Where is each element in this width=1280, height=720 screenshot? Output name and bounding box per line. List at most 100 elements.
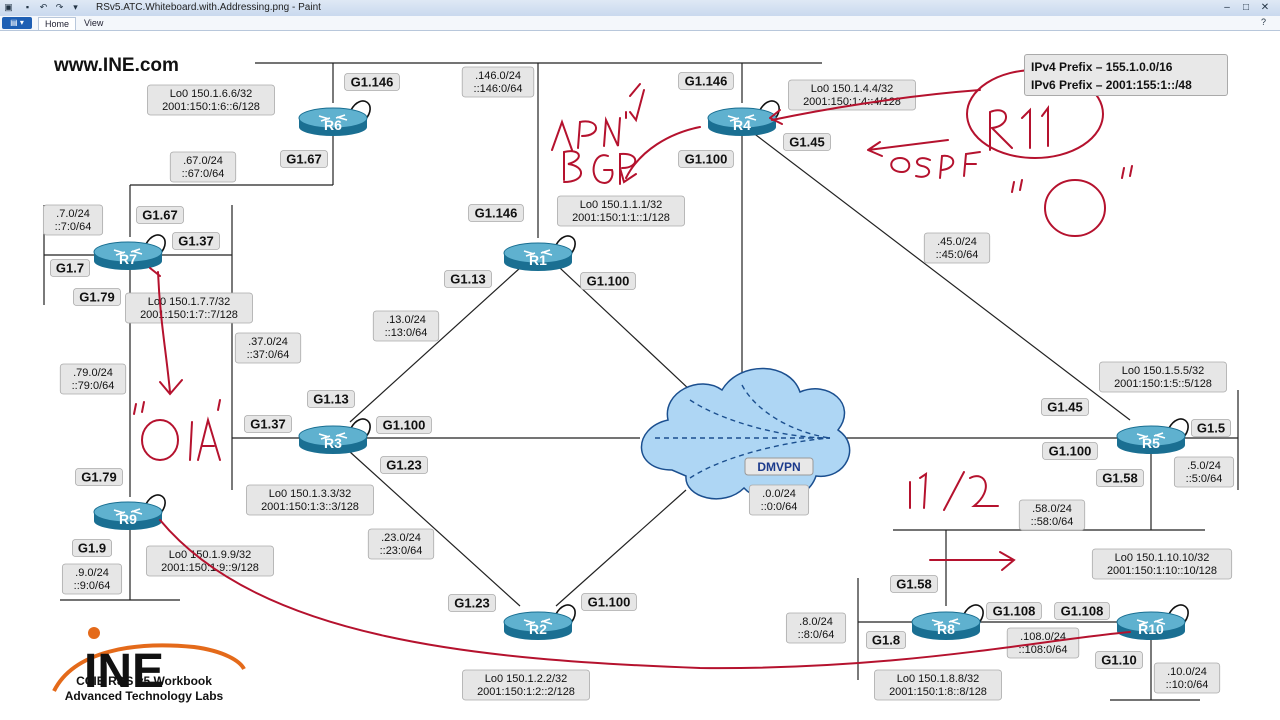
loopback-label-line: 2001:150:1:8::8/128 (889, 686, 987, 698)
subnet-label: .79.0/24::79:0/64 (59, 363, 127, 395)
segment-13 (349, 267, 521, 423)
loopback-r5 (1168, 418, 1189, 439)
interface-label: G1.13 (307, 390, 355, 408)
subnet-label-line: ::37:0/64 (247, 349, 290, 361)
window-title: RSv5.ATC.Whiteboard.with.Addressing.png … (96, 2, 321, 13)
ribbon: ▤ ▾ Home View ? (0, 16, 1280, 31)
loopback-r10 (1168, 604, 1189, 625)
workbook-caption: CCIE R&S v5 Workbook Advanced Technology… (44, 674, 244, 704)
dmvpn-label: DMVPN (757, 460, 800, 474)
handwritten-annotations (133, 69, 1133, 670)
help-icon[interactable]: ? (1260, 17, 1266, 27)
router-label: R10 (1138, 621, 1164, 637)
subnet-label-line: .23.0/24 (381, 532, 421, 544)
interface-label-text: G1.37 (178, 234, 213, 249)
subnet-label-line: .146.0/24 (475, 70, 521, 82)
handwriting-bgp (563, 150, 637, 185)
tab-home[interactable]: Home (38, 17, 77, 30)
subnet-label-line: ::79:0/64 (72, 380, 115, 392)
interface-label: G1.23 (380, 456, 428, 474)
interface-label: G1.7 (50, 259, 91, 277)
interface-label: G1.79 (75, 468, 123, 486)
interface-label: G1.146 (678, 72, 734, 90)
handwriting-oia (141, 419, 179, 461)
loopback-r3 (350, 418, 371, 439)
interface-label-text: G1.146 (351, 75, 394, 90)
subnet-label-line: .10.0/24 (1167, 666, 1207, 678)
loopback-label-line: Lo0 150.1.4.4/32 (811, 83, 894, 95)
loopback-r9 (145, 494, 166, 515)
undo-icon[interactable]: ↶ (39, 2, 48, 12)
router-r6: R6 (298, 107, 368, 136)
ine-website-watermark: www.INE.com (54, 55, 179, 76)
subnet-label: .9.0/24::9:0/64 (61, 563, 123, 595)
router-label: R9 (119, 511, 137, 527)
redo-icon[interactable]: ↷ (55, 2, 64, 12)
interface-label: G1.13 (444, 270, 492, 288)
workbook-subtitle: Advanced Technology Labs (64, 689, 224, 703)
customize-toolbar-icon[interactable]: ▾ (73, 2, 78, 12)
interface-label-text: G1.67 (142, 208, 177, 223)
router-r8: R8 (911, 611, 981, 640)
subnet-label-line: .0.0/24 (762, 488, 796, 500)
interface-label: G1.79 (73, 288, 121, 306)
interface-label: G1.108 (986, 602, 1042, 620)
router-r1: R1 (503, 242, 573, 271)
subnet-label: .45.0/24::45:0/64 (923, 232, 991, 264)
loopback-label-line: 2001:150:1:6::6/128 (162, 101, 260, 113)
tab-view[interactable]: View (84, 18, 104, 28)
subnet-label-line: .37.0/24 (248, 336, 288, 348)
subnet-label-line: ::108:0/64 (1019, 644, 1068, 656)
loopback-label-line: Lo0 150.1.5.5/32 (1122, 365, 1205, 377)
interface-label-text: G1.10 (1101, 653, 1136, 668)
subnet-label-line: ::9:0/64 (74, 580, 111, 592)
subnet-label: .5.0/24::5:0/64 (1173, 456, 1235, 488)
subnet-label-line: .58.0/24 (1032, 503, 1072, 515)
loopback-label-line: Lo0 150.1.6.6/32 (170, 88, 253, 100)
handwriting-vpnv4 (551, 83, 645, 151)
interface-label-text: G1.13 (450, 272, 485, 287)
loopback-label-line: 2001:150:1:10::10/128 (1107, 565, 1217, 577)
interface-label: G1.58 (890, 575, 938, 593)
dmvpn-cloud: DMVPN (640, 367, 851, 502)
interface-label: G1.67 (280, 150, 328, 168)
subnet-label-line: ::23:0/64 (380, 545, 423, 557)
interface-label-text: G1.45 (1047, 400, 1082, 415)
interface-label-text: G1.45 (789, 135, 824, 150)
subnet-label-line: .8.0/24 (799, 616, 833, 628)
subnet-label-line: .67.0/24 (183, 155, 223, 167)
minimize-icon[interactable]: – (1224, 2, 1230, 13)
loopback-r2 (555, 604, 576, 625)
loopback-loops (145, 100, 1189, 625)
router-label: R4 (733, 117, 751, 133)
subnet-label-line: ::13:0/64 (385, 327, 428, 339)
ipv6-prefix: IPv6 Prefix – 2001:155:1::/48 (1031, 78, 1192, 92)
interface-label-text: G1.58 (896, 577, 931, 592)
interface-label: G1.100 (376, 416, 432, 434)
maximize-icon[interactable]: □ (1242, 2, 1250, 13)
interface-label-text: G1.9 (78, 541, 106, 556)
interface-label: G1.108 (1054, 602, 1110, 620)
paint-menu-button[interactable]: ▤ ▾ (2, 17, 32, 29)
ine-logo-text: INE (84, 645, 164, 698)
interface-label: G1.45 (1041, 398, 1089, 416)
loopback-label-line: Lo0 150.1.2.2/32 (485, 673, 568, 685)
close-icon[interactable]: ✕ (1260, 2, 1270, 13)
interface-label: G1.23 (448, 594, 496, 612)
router-r7: R7 (93, 241, 163, 270)
save-icon[interactable]: ▪ (25, 2, 30, 12)
subnet-label-line: ::45:0/64 (936, 249, 979, 261)
handwriting-ospf (890, 151, 981, 179)
subnet-label-line: ::5:0/64 (1186, 473, 1223, 485)
subnet-label-line: ::67:0/64 (182, 168, 225, 180)
loopback-label-line: Lo0 150.1.9.9/32 (169, 549, 252, 561)
